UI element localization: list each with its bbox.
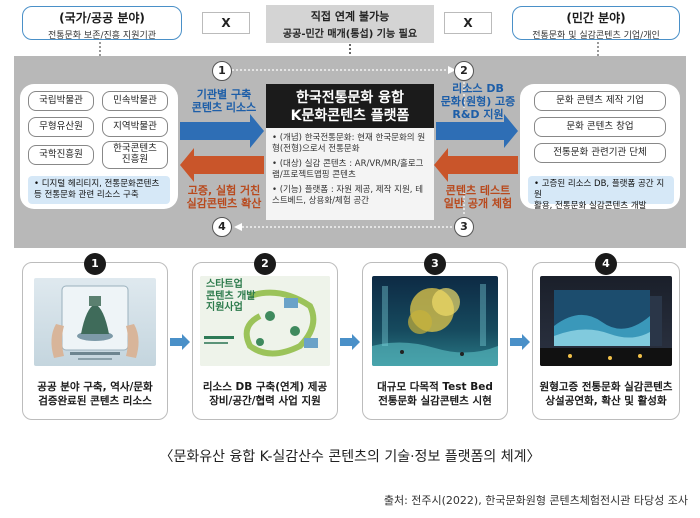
step-3-caption: 대규모 다목적 Test Bed 전통문화 실감콘텐츠 시현 [377,381,493,408]
inst-regional-museum: 지역박물관 [102,117,168,137]
public-sector-title: (국가/공공 분야) [59,11,145,25]
step-1-number: 1 [84,253,106,275]
intermediary-line1: 직접 연계 불가능 [310,10,390,23]
figure-caption: 〈문화유산 융합 K-실감산수 콘텐츠의 기술·정보 플랫폼의 체계〉 [159,449,541,465]
step-3-number: 3 [424,253,446,275]
inst-intangible-heritage: 무형유산원 [28,117,94,137]
step-4-illustration [540,290,672,366]
flow-arrows [180,66,518,231]
platform-title: 한국전통문화 융합 K문화콘텐츠 플랫폼 [266,84,434,128]
platform-title-line1: 한국전통문화 융합 [296,90,404,106]
arrow-label-spread: 고증, 실험 거친 실감콘텐츠 확산 [186,184,262,211]
public-resource-note: • 디지털 헤리티지, 전통문화콘텐츠 등 전통문화 관련 리소스 구축 [28,176,170,204]
step-2-image: 스타트업 콘텐츠 개발 지원사업 [200,276,330,366]
arrow-label-db-rnd: 리소스 DB 문화(원형) 고증 R&D 지원 [440,82,516,122]
step-2-caption: 리소스 DB 구축(연계) 제공 장비/공간/협력 사업 지원 [202,381,328,408]
intermediary-need-box: 직접 연계 불가능 공공-민간 매개(통섭) 기능 필요 [266,5,434,43]
platform-description: • (개념) 한국전통문화: 현재 한국문화의 원형(전형)으로서 전통문화 •… [266,128,434,220]
flow-step-4-marker: 4 [212,217,232,237]
step-1-caption: 공공 분야 구축, 역사/문화 검증완료된 콘텐츠 리소스 [37,381,153,408]
flow-step-1-marker: 1 [212,61,232,81]
platform-bullet-target: • (대상) 실감 콘텐츠 : AR/VR/MR/홀로그램/프로젝트맵핑 콘텐츠 [272,158,424,181]
step-arrow-3-4 [510,334,530,350]
inst-national-museum: 국립박물관 [28,91,94,111]
x-mark-left: X [202,12,250,34]
step-arrow-2-3 [340,334,360,350]
step-4-image [540,276,672,366]
public-sector-subtitle: 전통문화 보존/진흥 지원기관 [47,31,157,41]
step-3-image [372,276,498,366]
platform-bullet-concept: • (개념) 한국전통문화: 현재 한국문화의 원형(전형)으로서 전통문화 [272,133,426,155]
private-sector-subtitle: 전통문화 및 실감콘텐츠 기업/개인 [532,31,660,41]
step-4-number: 4 [595,253,617,275]
private-dev-note: • 고증된 리소스 DB, 플랫폼 공간 지원 활용, 전통문화 실감콘텐츠 개… [528,176,674,211]
flow-step-2-marker: 2 [454,61,474,81]
platform-bullet-function: • (기능) 플랫폼 : 자원 제공, 제작 지원, 테스트베드, 상용화/체험… [272,184,424,207]
inst-korean-studies: 국학진흥원 [28,145,94,165]
flow-step-3-marker: 3 [454,217,474,237]
step-4-caption: 원형고증 전통문화 실감콘텐츠 상설공연화, 확산 및 활성화 [539,381,673,408]
step-arrow-1-2 [170,334,190,350]
arrow-label-resources: 기관별 구축 콘텐츠 리소스 [191,88,257,115]
figure-source: 출처: 전주시(2022), 한국문화원형 콘텐츠체험전시관 타당성 조사 [383,494,688,507]
intermediary-line2: 공공-민간 매개(통섭) 기능 필요 [282,29,418,40]
private-traditional-org: 전통문화 관련기관 단체 [534,143,666,163]
private-content-startup: 문화 콘텐츠 창업 [534,117,666,137]
step-1-image [34,278,156,366]
step-3-illustration [372,284,498,366]
x-mark-right: X [444,12,492,34]
arrow-label-test-public: 콘텐츠 테스트 일반 공개 체험 [443,184,513,211]
step-2-illustration [200,276,330,366]
step-2-number: 2 [254,253,276,275]
private-sector-box: (민간 분야) 전통문화 및 실감콘텐츠 기업/개인 [512,6,680,41]
public-sector-box: (국가/공공 분야) 전통문화 보존/진흥 지원기관 [22,6,182,41]
platform-title-line2: K문화콘텐츠 플랫폼 [290,107,410,124]
private-content-company: 문화 콘텐츠 제작 기업 [534,91,666,111]
step-2-image-title: 스타트업 콘텐츠 개발 지원사업 [206,279,256,313]
inst-folk-museum: 민속박물관 [102,91,168,111]
inst-kocca: 한국콘텐츠 진흥원 [102,141,168,169]
step-1-illustration [51,285,139,360]
private-sector-title: (민간 분야) [566,11,626,25]
